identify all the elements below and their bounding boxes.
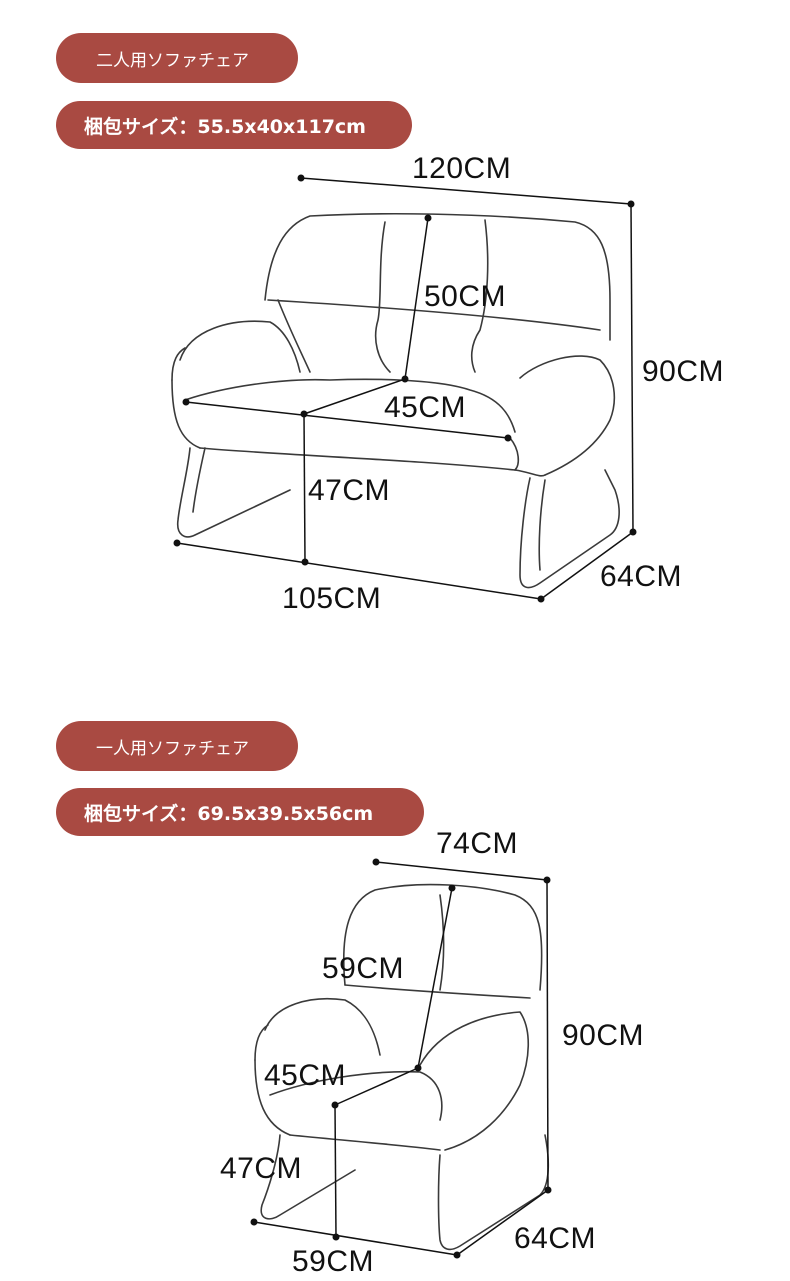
dim-width-label: 74CM xyxy=(436,827,519,860)
dim-width-label: 120CM xyxy=(412,152,512,185)
dim-depth-label: 64CM xyxy=(600,560,683,593)
dim-seat-height-label: 47CM xyxy=(308,474,391,507)
package-size-text: 梱包サイズ：55.5x40x117cm xyxy=(84,115,366,138)
dim-seat-depth-label: 45CM xyxy=(384,391,467,424)
dim-backrest-height-label: 59CM xyxy=(322,952,405,985)
dim-depth-label: 64CM xyxy=(514,1222,597,1255)
two-seater-dimension-lines xyxy=(173,174,637,603)
dim-base-width-label: 59CM xyxy=(292,1245,375,1278)
section-title-text: 一人用ソファチェア xyxy=(96,738,249,759)
package-size-text: 梱包サイズ：69.5x39.5x56cm xyxy=(84,802,374,825)
dim-seat-height-label: 47CM xyxy=(220,1152,303,1185)
dim-base-width-label: 105CM xyxy=(282,582,382,615)
section-title-text: 二人用ソファチェア xyxy=(96,50,249,71)
section-title-two-seater: 二人用ソファチェア xyxy=(56,33,298,83)
dim-height-label: 90CM xyxy=(562,1019,645,1052)
package-size-badge-two-seater: 梱包サイズ：55.5x40x117cm xyxy=(56,101,412,149)
two-seater-sofa-illustration xyxy=(171,212,620,589)
single-seater-dimension-lines xyxy=(250,858,552,1259)
dim-height-label: 90CM xyxy=(642,355,725,388)
dim-backrest-height-label: 50CM xyxy=(424,280,507,313)
section-title-single-seater: 一人用ソファチェア xyxy=(56,721,298,771)
package-size-badge-single-seater: 梱包サイズ：69.5x39.5x56cm xyxy=(56,788,424,836)
dim-seat-depth-label: 45CM xyxy=(264,1059,347,1092)
